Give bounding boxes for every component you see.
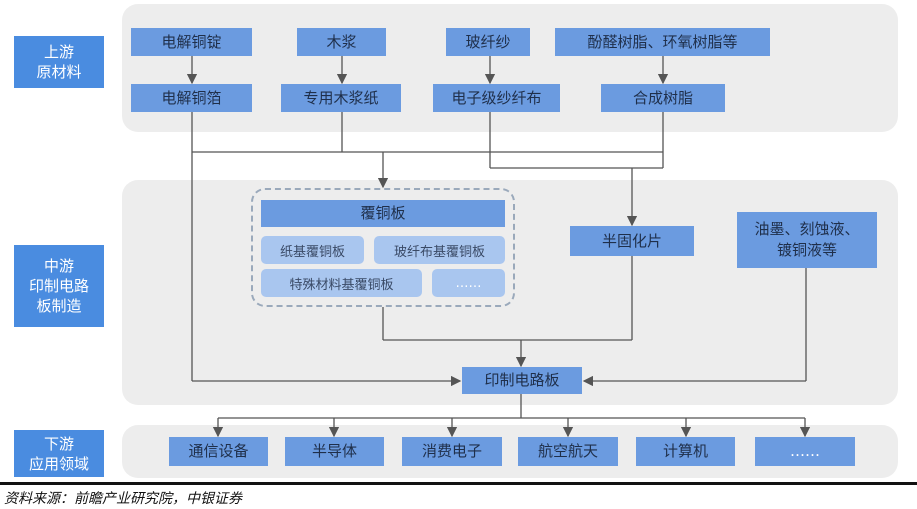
raw-glass-yarn: 玻纤纱 [446,28,530,56]
chemicals: 油墨、刻蚀液、 镀铜液等 [737,212,877,268]
app-consumer-electronics: 消费电子 [402,437,502,466]
copper-foil: 电解铜箔 [131,84,252,112]
footer-divider [0,482,917,485]
glass-fabric: 电子级纱纤布 [433,84,560,112]
ccl-glass-fabric: 玻纤布基覆铜板 [374,236,505,264]
wood-pulp-paper: 专用木浆纸 [281,84,401,112]
app-aerospace: 航空航天 [518,437,618,466]
raw-resins: 酚醛树脂、环氧树脂等 [555,28,770,56]
pcb: 印制电路板 [462,367,582,394]
ccl-special-material: 特殊材料基覆铜板 [261,269,422,297]
app-communication: 通信设备 [169,437,268,466]
raw-wood-pulp: 木浆 [297,28,386,56]
synthetic-resin: 合成树脂 [601,84,725,112]
ccl-title: 覆铜板 [261,200,505,227]
stage-midstream: 中游 印制电路 板制造 [14,245,104,327]
ccl-group [251,188,515,307]
ccl-more: …… [432,269,505,297]
source-note: 资料来源：前瞻产业研究院，中银证券 [4,491,242,507]
ccl-paper-based: 纸基覆铜板 [261,236,364,264]
stage-upstream: 上游 原材料 [14,36,104,88]
prepreg: 半固化片 [570,226,694,256]
stage-downstream: 下游 应用领域 [14,430,104,477]
raw-copper-ingot: 电解铜锭 [131,28,252,56]
app-semiconductor: 半导体 [285,437,384,466]
app-computer: 计算机 [636,437,735,466]
app-more: …… [755,437,855,466]
